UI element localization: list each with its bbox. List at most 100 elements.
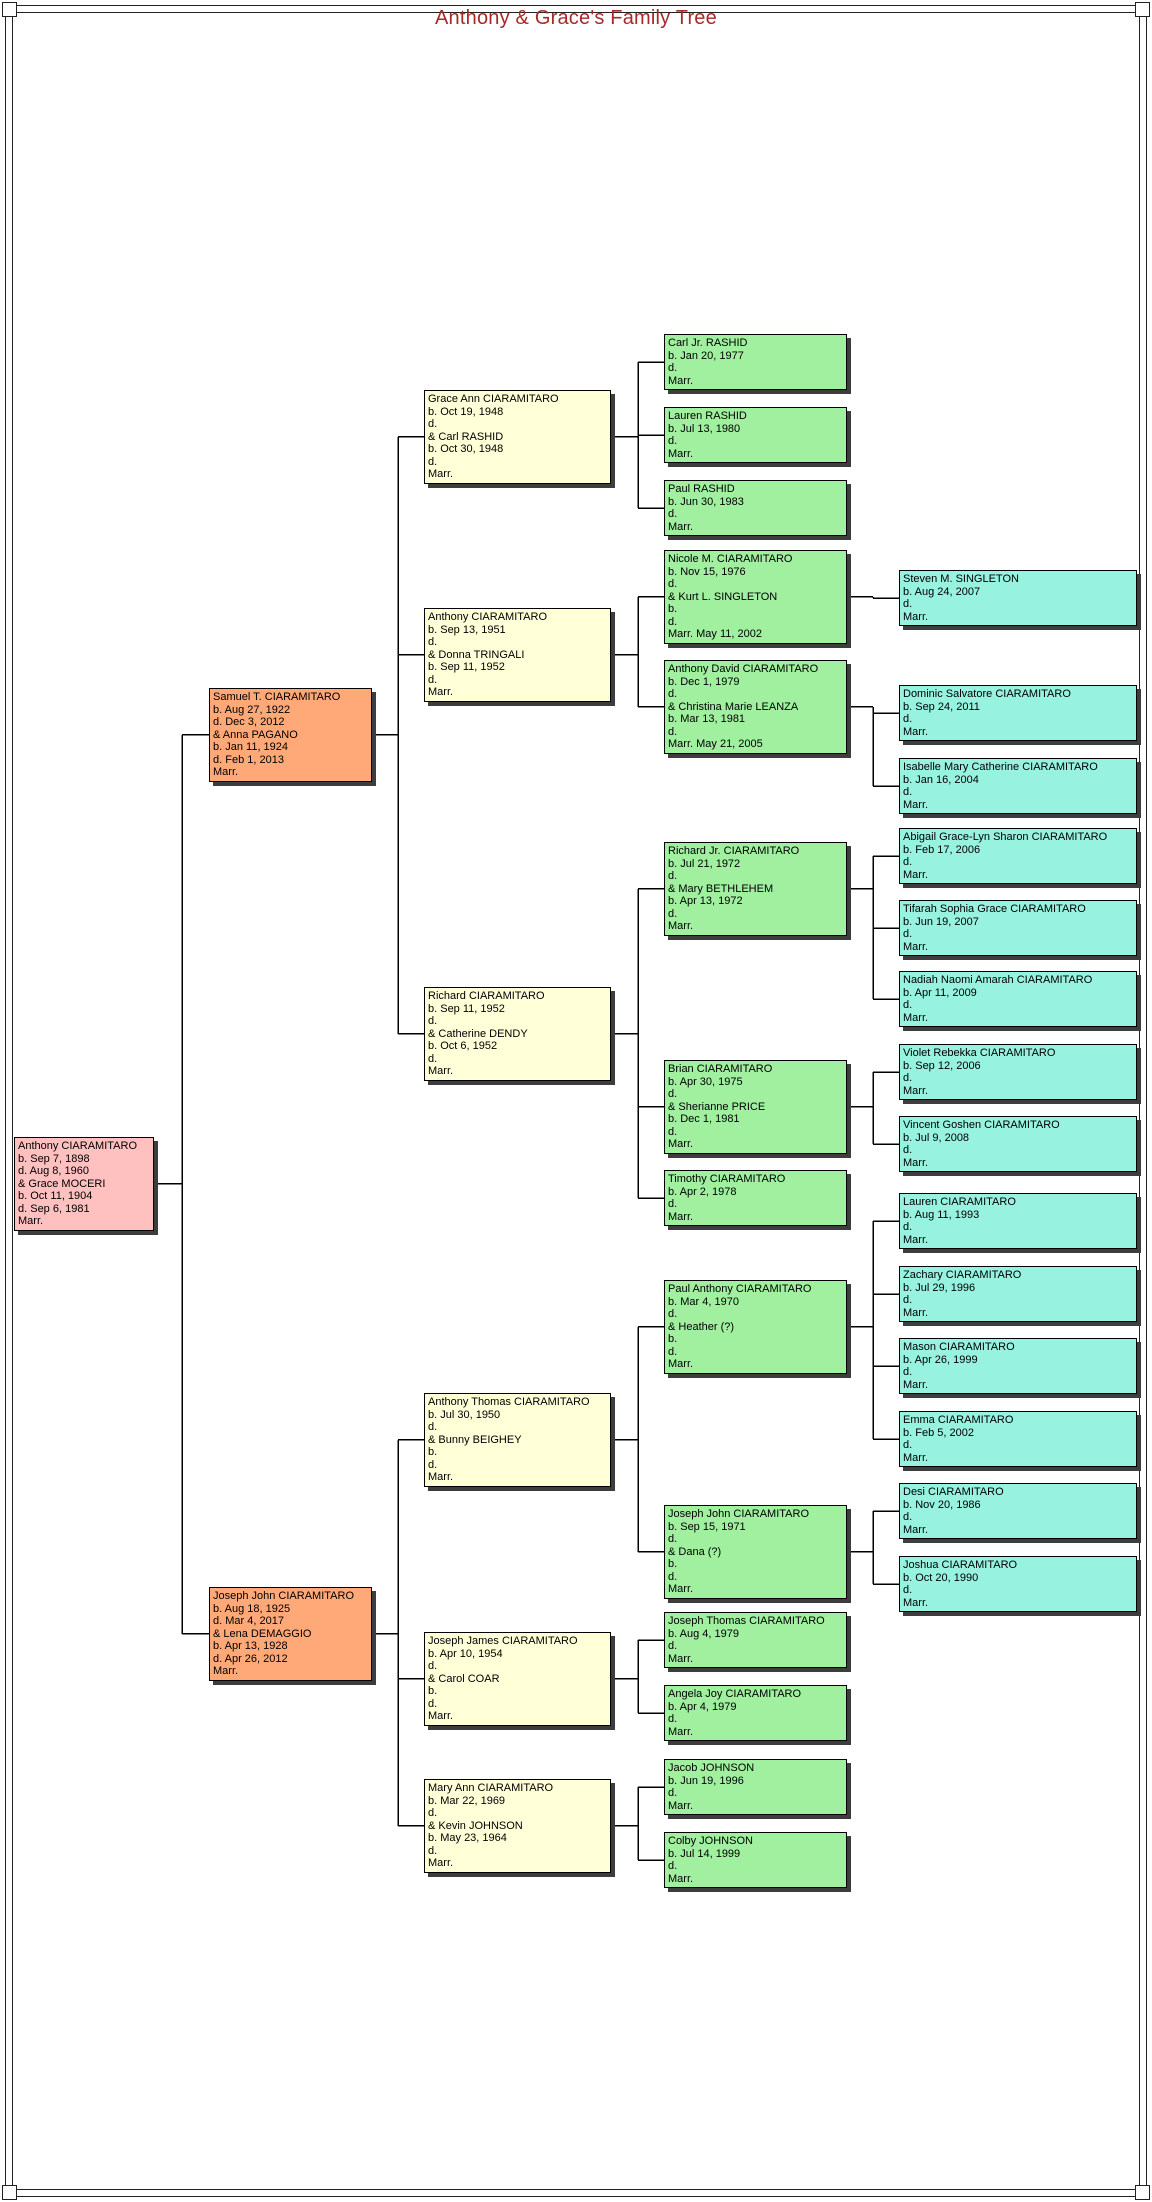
person-detail: d.: [668, 1570, 678, 1583]
person-detail: d.: [668, 1787, 678, 1799]
person-name: Timothy CIARAMITARO: [668, 1173, 786, 1185]
person-detail: d.: [903, 1144, 913, 1156]
person-detail: d.: [903, 598, 913, 610]
person-detail: d.: [428, 1015, 438, 1027]
person-detail: d.: [668, 1533, 678, 1545]
person-name: Angela Joy CIARAMITARO: [668, 1688, 802, 1700]
person-detail: d. Dec 3, 2012: [213, 716, 285, 728]
person-name: Anthony CIARAMITARO: [18, 1140, 137, 1152]
person-detail: d. Sep 6, 1981: [18, 1202, 90, 1215]
person-detail: b.: [428, 1446, 438, 1458]
person-detail: d.: [668, 1345, 678, 1358]
person-detail: Marr.: [668, 520, 694, 533]
person-detail: Marr.: [428, 1857, 454, 1869]
person-detail: d.: [903, 1366, 913, 1378]
person-detail: d.: [903, 856, 913, 868]
person-name: Tifarah Sophia Grace CIARAMITARO: [903, 903, 1086, 915]
person-detail: Marr.: [213, 766, 239, 778]
person-detail: d.: [428, 455, 438, 468]
person-detail: b. Sep 24, 2011: [903, 700, 980, 713]
person-detail: d.: [428, 673, 438, 686]
person-detail: b. Apr 30, 1975: [668, 1075, 743, 1088]
person-detail: b. Apr 13, 1972: [668, 895, 743, 907]
person-detail: Marr.: [668, 1210, 694, 1223]
person-detail: b. Aug 18, 1925: [213, 1602, 291, 1615]
person-detail: Marr.: [903, 1523, 929, 1536]
person-detail: Marr. May 21, 2005: [668, 738, 763, 750]
person-detail: Marr.: [668, 920, 694, 932]
person-detail: Marr.: [668, 1652, 694, 1665]
person-detail: & Donna TRINGALI: [428, 648, 525, 661]
person-detail: d.: [903, 928, 913, 940]
person-detail: & Kevin JOHNSON: [428, 1819, 523, 1832]
person-name: Paul RASHID: [668, 483, 735, 495]
person-detail: b. Apr 4, 1979: [668, 1700, 737, 1713]
person-detail: Marr.: [428, 1471, 454, 1483]
person-name: Grace Ann CIARAMITARO: [428, 393, 559, 405]
person-detail: b. Apr 13, 1928: [213, 1640, 288, 1652]
person-detail: & Kurt L. SINGLETON: [668, 590, 778, 603]
person-detail: Marr.: [903, 1306, 929, 1319]
person-name: Zachary CIARAMITARO: [903, 1269, 1022, 1281]
person-detail: & Dana (?): [668, 1545, 722, 1558]
person-detail: Marr.: [903, 1378, 929, 1391]
person-detail: d.: [668, 362, 678, 374]
person-detail: d.: [903, 1072, 913, 1084]
person-detail: d.: [428, 1458, 438, 1471]
person-detail: b. May 23, 1964: [428, 1832, 507, 1844]
person-detail: & Carol COAR: [428, 1672, 500, 1685]
person-name: Abigail Grace-Lyn Sharon CIARAMITARO: [903, 831, 1108, 843]
person-detail: Marr.: [668, 1725, 694, 1738]
frame-corner-bottom-left: [2, 2185, 17, 2200]
person-detail: b. Sep 7, 1898: [18, 1152, 90, 1165]
person-name: Joseph John CIARAMITARO: [668, 1508, 810, 1520]
person-detail: & Christina Marie LEANZA: [668, 700, 799, 713]
person-detail: b.: [668, 1558, 678, 1570]
person-detail: b. Sep 15, 1971: [668, 1520, 746, 1533]
person-detail: b. Jun 19, 1996: [668, 1774, 744, 1787]
person-detail: Marr.: [903, 940, 929, 953]
person-detail: b. Apr 11, 2009: [903, 986, 977, 999]
person-detail: d. Mar 4, 2017: [213, 1615, 284, 1627]
person-detail: b. Oct 6, 1952: [428, 1040, 498, 1052]
